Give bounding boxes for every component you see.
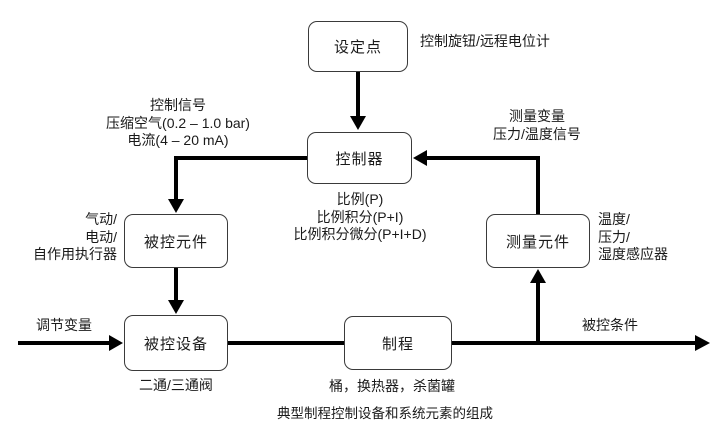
node-measuring-element: 测量元件 [486, 214, 590, 268]
arrowhead-into-controller-top [350, 116, 366, 130]
valve-note: 二通/三通阀 [139, 377, 213, 393]
controller-mode-line-1: 比例(P) [336, 191, 384, 207]
diagram-caption: 典型制程控制设备和系统元素的组成 [277, 406, 493, 421]
sensor-line-1: 温度/ [598, 211, 630, 227]
process-examples-note: 桶，换热器，杀菌罐 [329, 378, 455, 394]
controller-mode-line-3: 比例积分微分(P+I+D) [293, 226, 427, 242]
control-signal-line-2: 压缩空气(0.2 – 1.0 bar) [106, 114, 250, 131]
setpoint-note: 控制旋钮/远程电位计 [420, 33, 550, 49]
measured-variable-line-2: 压力/温度信号 [493, 125, 581, 142]
arrowhead-into-controlled-element [168, 199, 184, 213]
arrowhead-into-controller-right [413, 150, 427, 166]
arrowhead-input [109, 335, 123, 351]
controller-mode-line-2: 比例积分(P+I) [316, 208, 404, 225]
actuator-line-1: 气动/ [85, 211, 117, 227]
node-process-label: 制程 [381, 335, 414, 353]
node-measuring-element-label: 测量元件 [505, 233, 570, 251]
control-signal-line-1: 控制信号 [150, 97, 206, 113]
manipulated-variable-label: 调节变量 [36, 317, 92, 333]
controller-modes-note: 比例(P) 比例积分(P+I) 比例积分微分(P+I+D) [270, 191, 450, 244]
node-controller: 控制器 [307, 132, 412, 184]
sensor-types-note: 温度/ 压力/ 湿度感应器 [598, 211, 708, 264]
node-controlled-element: 被控元件 [124, 214, 228, 268]
arrowhead-into-measuring-element [530, 269, 546, 283]
control-signal-note: 控制信号 压缩空气(0.2 – 1.0 bar) 电流(4 – 20 mA) [88, 97, 268, 150]
node-controlled-device: 被控设备 [124, 315, 228, 371]
node-setpoint: 设定点 [308, 21, 408, 72]
sensor-line-2: 压力/ [598, 228, 630, 245]
sensor-line-3: 湿度感应器 [598, 246, 668, 262]
measured-variable-note: 测量变量 压力/温度信号 [462, 108, 612, 143]
connector-measuring-element-to-controller [427, 156, 540, 215]
arrowhead-into-controlled-device [168, 300, 184, 314]
node-controlled-element-label: 被控元件 [143, 233, 208, 251]
node-controller-label: 控制器 [335, 150, 384, 168]
measured-variable-line-1: 测量变量 [509, 108, 565, 124]
node-controlled-device-label: 被控设备 [143, 335, 208, 353]
node-setpoint-label: 设定点 [333, 39, 382, 56]
control-signal-line-3: 电流(4 – 20 mA) [127, 132, 229, 148]
actuator-line-3: 自作用执行器 [33, 246, 117, 262]
arrowhead-output [695, 335, 710, 351]
node-process: 制程 [344, 316, 452, 370]
connector-controller-to-controlled-element [174, 156, 309, 202]
actuator-types-note: 气动/ 电动/ 自作用执行器 [18, 211, 117, 264]
actuator-line-2: 电动/ [85, 228, 117, 245]
controlled-condition-label: 被控条件 [582, 317, 638, 333]
